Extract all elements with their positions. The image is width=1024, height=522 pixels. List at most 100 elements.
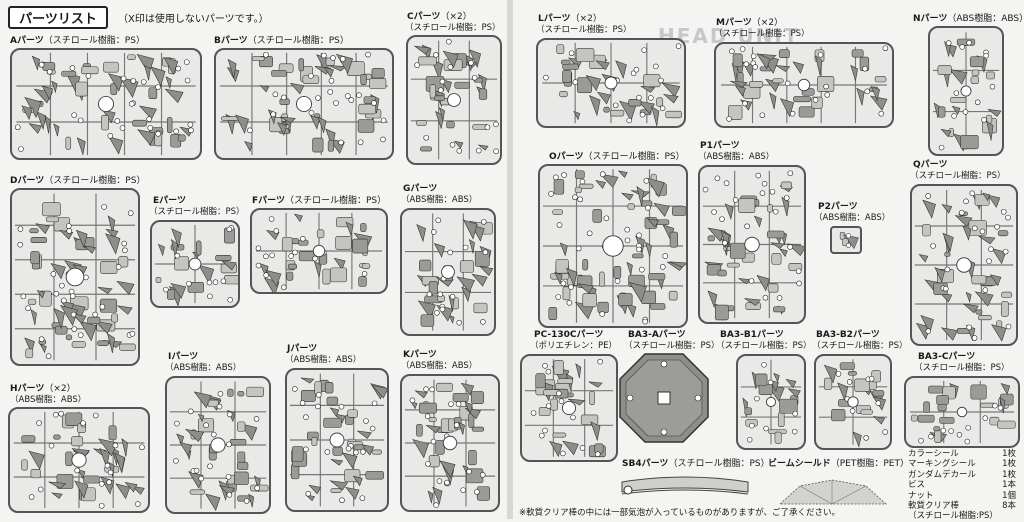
runner-k-sprue <box>404 379 496 508</box>
runner-e-material: （スチロール樹脂：PS） <box>149 207 245 217</box>
accessory-qty: 1本 <box>1002 480 1016 491</box>
runner-p2-sprue <box>839 232 859 250</box>
runner-p1-material: （ABS樹脂：ABS） <box>698 152 775 162</box>
left-page: パーツリスト （X印は使用しないパーツです。） <box>0 0 507 519</box>
accessory-qty: 1枚 <box>1002 459 1016 470</box>
runner-h-sprue <box>13 410 145 509</box>
beam-shield-label: ビームシールド（PET樹脂：PET） <box>768 459 909 469</box>
runner-ba3c-sprue <box>910 380 1016 445</box>
runner-g-sprue <box>404 213 494 331</box>
runner-m-material: （スチロール樹脂：PS） <box>714 29 810 39</box>
runner-ba3a-material: （スチロール樹脂：PS） <box>624 341 720 351</box>
runner-f <box>250 208 388 294</box>
accessory-row: ビス 1本 <box>908 480 1016 490</box>
runner-n-label: Nパーツ（ABS樹脂：ABS） <box>913 14 1024 24</box>
runner-l-material: （スチロール樹脂：PS） <box>536 25 632 35</box>
runner-p2-material: （ABS樹脂：ABS） <box>814 213 891 223</box>
accessory-row: カラーシール 1枚 <box>908 449 1016 459</box>
runner-f-sprue <box>255 212 382 292</box>
runner-g-material: （ABS樹脂：ABS） <box>401 195 478 205</box>
runner-ba3c-label: BA3-Cパーツ <box>918 352 976 362</box>
runner-c-sprue <box>410 38 499 160</box>
accessory-item: ビス <box>908 480 926 491</box>
runner-n-sprue <box>932 32 1002 152</box>
runner-o-sprue <box>542 169 686 325</box>
runner-ba3b2-material: （スチロール樹脂：PS） <box>812 341 908 351</box>
accessory-item: ガンダムデカール <box>908 469 977 480</box>
runner-q-material: （スチロール樹脂：PS） <box>910 171 1006 181</box>
unused-parts-note: （X印は使用しないパーツです。） <box>118 14 269 25</box>
accessory-item: マーキングシール <box>908 459 976 470</box>
runner-j-label: Jパーツ <box>287 344 318 354</box>
runner-g-label: Gパーツ <box>403 184 438 194</box>
runner-p1 <box>698 165 806 324</box>
accessory-row: 軟質クリア棒 8本 <box>908 501 1016 511</box>
runner-n <box>928 26 1004 156</box>
runner-m-sprue <box>721 45 889 124</box>
page-title: パーツリスト <box>8 6 108 29</box>
runner-ba3a-octagon <box>618 352 710 444</box>
runner-ba3c-material: （スチロール樹脂：PS） <box>914 363 1010 373</box>
runner-i <box>165 376 271 514</box>
runner-i-label: Iパーツ <box>168 352 199 362</box>
runner-pc-label: PC-130Cパーツ <box>534 330 604 340</box>
runner-c <box>406 35 502 165</box>
runner-p2 <box>830 226 862 254</box>
runner-c-label: Cパーツ（×2） <box>407 12 472 22</box>
runner-sb4-label: SB4パーツ（スチロール樹脂：PS） <box>622 459 770 469</box>
runner-i-sprue <box>169 381 269 511</box>
accessory-item: ナット <box>908 490 934 501</box>
accessory-qty: 1枚 <box>1002 449 1016 459</box>
runner-k-label: Kパーツ <box>403 350 437 360</box>
runner-k <box>400 374 500 512</box>
runner-q-sprue <box>914 189 1014 342</box>
runner-pc <box>520 354 618 462</box>
runner-o-label: Oパーツ（スチロール樹脂：PS） <box>549 152 685 162</box>
accessory-item: 軟質クリア棒 <box>908 501 960 512</box>
runner-a <box>10 48 202 160</box>
runner-g <box>400 208 496 336</box>
runner-j-sprue <box>289 373 387 507</box>
footnote: ※軟質クリア棒の中には一部気泡が入っているものがありますが、ご了承ください。 <box>519 508 841 518</box>
runner-a-label: Aパーツ（スチロール樹脂：PS） <box>10 36 145 46</box>
runner-d-sprue <box>14 193 136 361</box>
runner-b <box>214 48 394 160</box>
runner-pc-sprue <box>524 358 614 458</box>
runner-ba3b2 <box>814 354 892 450</box>
runner-ba3b1-label: BA3-B1パーツ <box>720 330 784 340</box>
runner-ba3c <box>904 376 1020 448</box>
runner-h-label: Hパーツ（×2） <box>10 384 76 394</box>
sb4-part-drawing <box>621 476 749 495</box>
runner-ba3b1-sprue <box>740 359 802 445</box>
runner-e-label: Eパーツ <box>153 196 186 206</box>
accessory-row: （スチロール樹脂:PS） <box>908 511 1016 521</box>
accessory-qty: 1個 <box>1002 490 1016 501</box>
page-gutter <box>507 0 513 519</box>
accessory-item: カラーシール <box>908 449 959 459</box>
runner-i-material: （ABS樹脂：ABS） <box>165 363 242 373</box>
runner-a-sprue <box>14 52 196 156</box>
runner-j-material: （ABS樹脂：ABS） <box>285 355 362 365</box>
runner-ba3b2-sprue <box>818 359 888 448</box>
runner-b-label: Bパーツ（スチロール樹脂：PS） <box>214 36 349 46</box>
runner-d <box>10 188 140 366</box>
runner-l-sprue <box>542 42 682 126</box>
runner-b-sprue <box>220 51 388 156</box>
runner-p1-sprue <box>702 170 804 322</box>
beam-shield-drawing <box>778 479 888 505</box>
runner-c-material: （スチロール樹脂：PS） <box>405 23 501 33</box>
runner-l <box>536 38 686 128</box>
runner-o <box>538 164 688 328</box>
accessory-row: ナット 1個 <box>908 491 1016 501</box>
accessory-item: （スチロール樹脂:PS） <box>908 511 998 522</box>
accessory-qty: 8本 <box>1002 501 1016 512</box>
runner-h-material: （ABS樹脂：ABS） <box>10 395 87 405</box>
runner-ba3b2-label: BA3-B2パーツ <box>816 330 880 340</box>
runner-k-material: （ABS樹脂：ABS） <box>401 361 478 371</box>
runner-e <box>150 220 240 308</box>
runner-m-label: Mパーツ（×2） <box>716 18 784 28</box>
runner-ba3a-sprue <box>619 353 709 443</box>
accessory-row: マーキングシール 1枚 <box>908 459 1016 469</box>
